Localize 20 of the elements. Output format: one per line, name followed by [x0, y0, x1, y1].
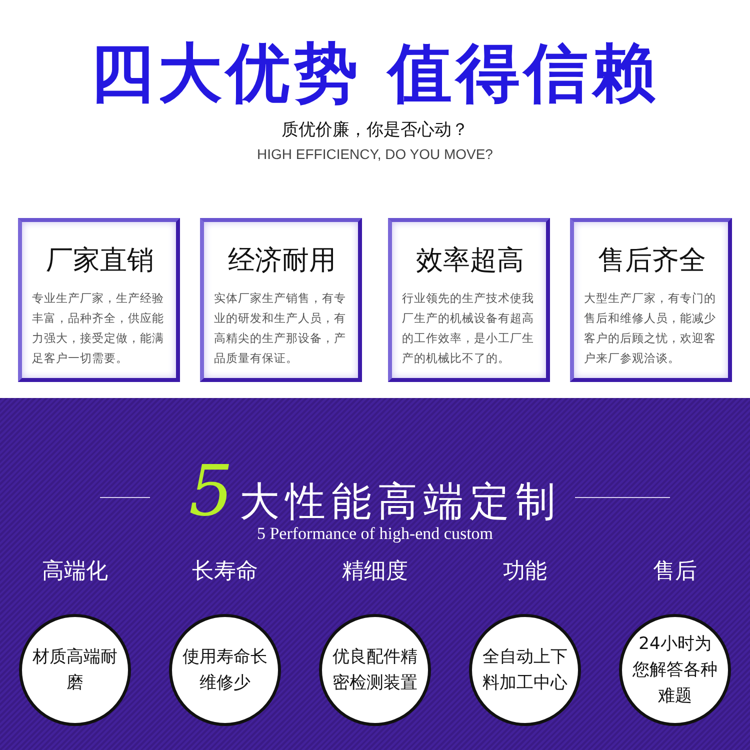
feature-heading: 功能	[503, 558, 547, 586]
page-title: 四大优势 值得信赖	[88, 36, 662, 113]
feature-heading: 精细度	[342, 558, 408, 586]
card-heading: 售后齐全	[597, 244, 707, 278]
feature-card	[200, 218, 362, 382]
card-heading: 效率超高	[415, 244, 525, 278]
feature-heading: 售后	[653, 558, 697, 586]
card-text: 专业生产厂家，生产经验丰富，品种齐全，供应能力强大，接受定做，能满足客户一切需要。	[32, 290, 165, 367]
feature-card	[388, 218, 550, 382]
card-heading: 经济耐用	[227, 244, 337, 278]
card-text: 大型生产厂家，有专门的售后和维修人员，能减少客户的后顾之忧，欢迎客户来厂参观洽谈。	[584, 290, 717, 367]
feature-heading: 长寿命	[192, 558, 258, 586]
feature-heading: 高端化	[42, 558, 108, 586]
card-text: 实体厂家生产销售，有专业的研发和生产人员，有高精尖的生产那设备，产品质量有保证。	[214, 290, 347, 367]
feature-card	[18, 218, 180, 382]
subtitle: HIGH EFFICIENCY, DO YOU MOVE?	[256, 146, 494, 162]
card-heading: 厂家直销	[45, 244, 155, 278]
subtitle: 质优价廉，你是否心动？	[280, 119, 470, 141]
card-text: 行业领先的生产技术使我厂生产的机械设备有超高的工作效率，是小工厂生产的机械比不了的。	[402, 290, 535, 367]
feature-card	[570, 218, 732, 382]
